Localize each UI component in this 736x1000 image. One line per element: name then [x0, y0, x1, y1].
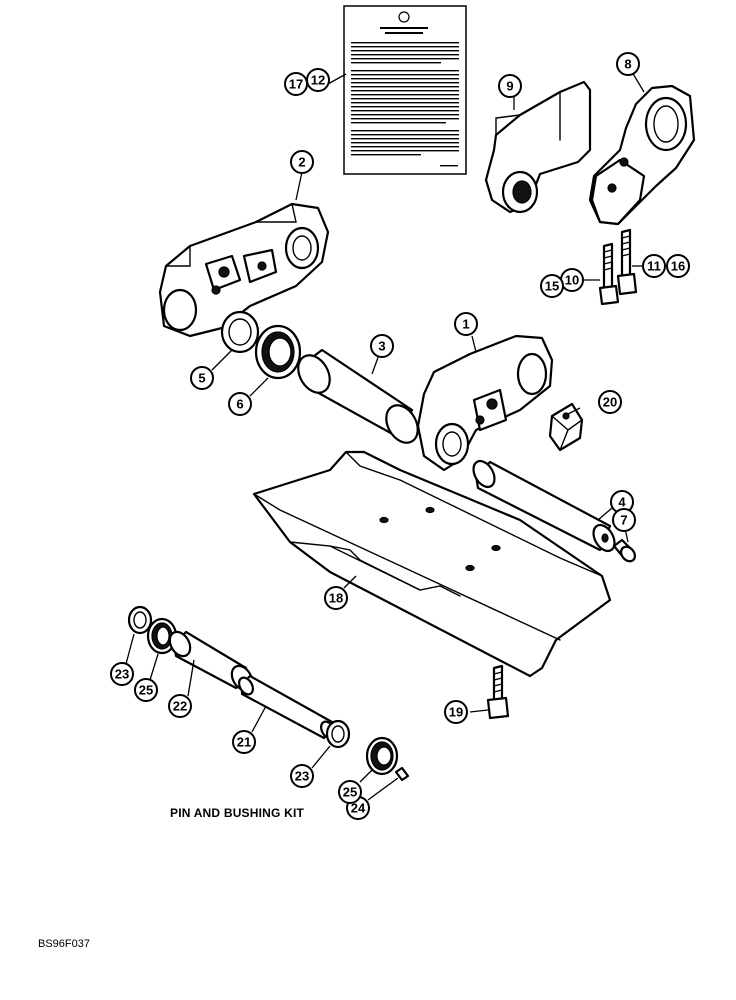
master-bolt-part-11: [616, 228, 638, 296]
callout-25-upper: 25: [134, 678, 158, 702]
track-shoe-part-18: [252, 450, 612, 678]
svg-text:6: 6: [236, 397, 243, 412]
instruction-card: [343, 5, 467, 175]
svg-text:25: 25: [139, 683, 153, 698]
svg-text:17: 17: [289, 77, 303, 92]
callout-22: 22: [168, 694, 192, 718]
leader-lines: [125, 71, 645, 801]
master-link-half-part-9: [484, 80, 592, 214]
callout-15: 15: [540, 274, 564, 298]
kit-caption: PIN AND BUSHING KIT: [170, 806, 305, 820]
svg-text:16: 16: [671, 259, 685, 274]
seal-ring-part-23-lower: [325, 719, 351, 749]
callout-19: 19: [444, 700, 468, 724]
callout-17: 17: [284, 72, 308, 96]
bushing-part-3: [297, 348, 419, 444]
master-bolt-part-10: [598, 242, 620, 306]
callout-11: 11: [642, 254, 666, 278]
svg-text:5: 5: [198, 371, 205, 386]
callout-18: 18: [324, 586, 348, 610]
figure-code: BS96F037: [38, 938, 90, 950]
callout-21: 21: [232, 730, 256, 754]
callout-6: 6: [228, 392, 252, 416]
seal-part-6: [254, 324, 302, 380]
svg-text:24: 24: [351, 801, 366, 816]
callout-25-lower: 25: [338, 780, 362, 804]
track-link-part-2: [158, 202, 330, 338]
callout-3: 3: [370, 334, 394, 358]
svg-text:18: 18: [329, 591, 343, 606]
callout-5: 5: [190, 366, 214, 390]
pin-part-4: [472, 459, 616, 553]
callout-9: 9: [498, 74, 522, 98]
nut-part-20: [548, 402, 584, 452]
svg-text:25: 25: [343, 785, 357, 800]
seal-ring-part-23-upper: [127, 605, 153, 635]
svg-text:15: 15: [545, 279, 559, 294]
svg-text:8: 8: [624, 57, 631, 72]
svg-text:22: 22: [173, 699, 187, 714]
svg-text:11: 11: [647, 259, 661, 274]
seal-ring-part-5: [220, 310, 260, 354]
callout-12: 12: [306, 68, 330, 92]
svg-text:1: 1: [462, 317, 469, 332]
callout-23-upper: 23: [110, 662, 134, 686]
svg-text:12: 12: [311, 73, 325, 88]
svg-text:20: 20: [603, 395, 617, 410]
plug-part-24: [394, 766, 410, 782]
svg-text:23: 23: [295, 769, 309, 784]
callout-1: 1: [454, 312, 478, 336]
callout-16: 16: [666, 254, 690, 278]
callout-23-lower: 23: [290, 764, 314, 788]
svg-text:19: 19: [449, 705, 463, 720]
svg-text:7: 7: [620, 513, 627, 528]
master-link-half-part-8: [588, 84, 696, 226]
callout-20: 20: [598, 390, 622, 414]
plug-part-7: [612, 538, 636, 563]
svg-text:4: 4: [618, 495, 626, 510]
svg-text:2: 2: [298, 155, 305, 170]
pin-part-21: [238, 674, 336, 740]
seal-part-25-lower: [365, 736, 399, 776]
seal-part-25-upper: [146, 617, 178, 655]
track-link-part-1: [416, 334, 554, 472]
svg-text:23: 23: [115, 667, 129, 682]
shoe-bolt-part-19: [486, 664, 510, 720]
callout-2: 2: [290, 150, 314, 174]
callout-8: 8: [616, 52, 640, 76]
callout-7: 7: [612, 508, 636, 532]
instruction-card-text-lines: [351, 27, 459, 167]
callout-10: 10: [560, 268, 584, 292]
svg-text:21: 21: [237, 735, 251, 750]
svg-text:3: 3: [378, 339, 385, 354]
svg-text:9: 9: [506, 79, 513, 94]
svg-text:10: 10: [565, 273, 579, 288]
